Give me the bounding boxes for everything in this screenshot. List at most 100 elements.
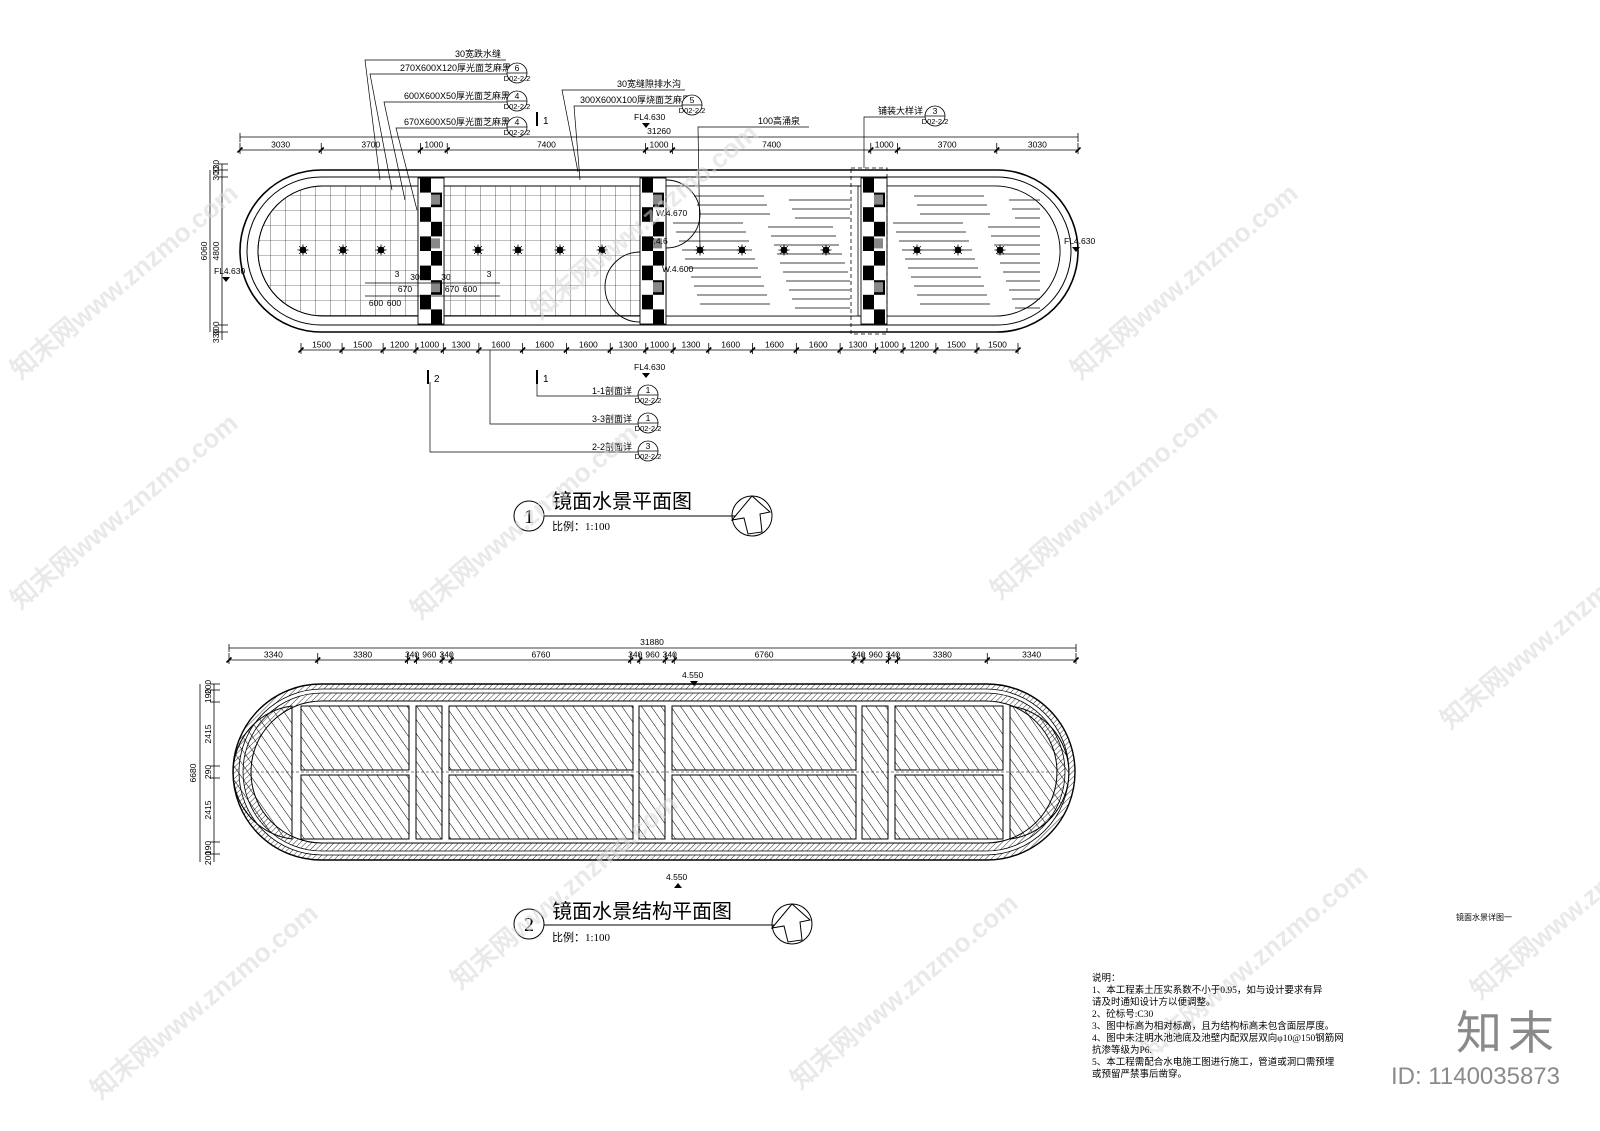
notes-title: 说明： <box>1092 974 1121 984</box>
svg-text:4.550: 4.550 <box>682 670 704 680</box>
local-dimension: 600 <box>369 298 383 308</box>
fountain-icon <box>596 244 608 256</box>
dimension-label: 330 <box>211 329 221 343</box>
dimension-label: 1500 <box>353 340 372 350</box>
fountain-icon <box>736 244 748 256</box>
watermark-text: 知末网www.znzmo.com <box>85 897 324 1104</box>
note-line: 5、本工程需配合水电施工图进行施工，管道或洞口需预埋 <box>1092 1058 1335 1068</box>
watermark-text: 知末网www.znzmo.com <box>1065 177 1304 384</box>
stone-panel-right-b <box>885 185 1061 317</box>
svg-text:D02-2.2: D02-2.2 <box>635 452 662 461</box>
structure-cell <box>894 774 1004 840</box>
joint-block <box>642 265 653 281</box>
brand-logo: 知末 <box>1456 1007 1560 1059</box>
joint-block-grey <box>874 282 883 293</box>
dimension-label: 2415 <box>203 800 213 819</box>
dimension-label: 1300 <box>619 340 638 350</box>
dimension-label: 1600 <box>579 340 598 350</box>
dimension-label: 1600 <box>721 340 740 350</box>
joint-block <box>420 265 431 281</box>
level-marker: 4.550 <box>682 670 704 686</box>
dimension-label: 1600 <box>765 340 784 350</box>
level-marker: 4.550 <box>666 872 688 888</box>
svg-text:D02-2.2: D02-2.2 <box>635 396 662 405</box>
svg-text:D02-2.2: D02-2.2 <box>504 128 531 137</box>
joint-bands <box>417 177 888 325</box>
fountain-icon <box>337 244 349 256</box>
watermark-text: 知末网www.znzmo.com <box>5 407 244 614</box>
note-line: 2、砼标号:C30 <box>1092 1010 1154 1020</box>
dimension-label: 1000 <box>880 340 899 350</box>
dimension-label: 340 <box>405 650 419 660</box>
level-marker: FL4.630 <box>214 266 245 282</box>
north-arrow-icon <box>730 495 773 537</box>
dimension-label: 1000 <box>650 140 669 150</box>
drawing-title-2: 镜面水景结构平面图 <box>552 900 732 923</box>
dimension-label: 1200 <box>390 340 409 350</box>
note-line: 1、本工程素土压实系数不小于0.95，如与设计要求有异 <box>1092 986 1323 996</box>
fountain-jets <box>297 244 1006 256</box>
joint-block <box>653 309 664 324</box>
joint-block <box>642 178 653 193</box>
dimension-label: 3700 <box>938 140 957 150</box>
local-dimension: 600 <box>387 298 401 308</box>
structure-cell <box>894 705 1004 771</box>
dimension-label: 3380 <box>353 650 372 660</box>
level-marker: FL4.630 <box>634 112 665 128</box>
dimension-label: 190 <box>203 689 213 703</box>
joint-block <box>653 251 664 266</box>
pool-outline-outer <box>239 169 1079 333</box>
fountain-icon <box>911 244 923 256</box>
joint-block <box>874 309 885 324</box>
note-line: 4、图中未注明水池池底及池壁内配双层双向φ10@150钢筋网 <box>1092 1034 1344 1044</box>
dimension-label: 300 <box>211 166 221 180</box>
water-feature-plan <box>239 167 1079 335</box>
fountain-icon <box>952 244 964 256</box>
dimension-label: 1600 <box>535 340 554 350</box>
svg-text:30宽缝隙排水沟: 30宽缝隙排水沟 <box>617 78 681 89</box>
drawing-number-2: 2 <box>524 914 534 936</box>
joint-block <box>431 309 442 324</box>
fountain-icon <box>778 244 790 256</box>
structure-cells <box>232 705 1070 840</box>
svg-text:D02-2.2: D02-2.2 <box>922 117 949 126</box>
structure-end-left <box>232 705 293 840</box>
svg-text:30宽跌水缝: 30宽跌水缝 <box>455 48 501 59</box>
dimension-label: 1300 <box>682 340 701 350</box>
level-marker: FL4.630 <box>634 362 665 378</box>
svg-text:3: 3 <box>646 441 651 451</box>
joint-block <box>642 294 653 310</box>
dimension-label: 7400 <box>537 140 556 150</box>
drawing-scale-2: 比例：1:100 <box>552 930 611 944</box>
dimension-label: 3380 <box>933 650 952 660</box>
joint-block-grey <box>874 194 883 205</box>
dimension-label: 3700 <box>361 140 380 150</box>
fountain-icon <box>694 244 706 256</box>
watermark-text: 知末网www.znzmo.com <box>785 887 1024 1094</box>
fountain-icon <box>994 244 1006 256</box>
dimension-label: 3030 <box>1028 140 1047 150</box>
svg-text:670X600X50厚光面芝麻黑: 670X600X50厚光面芝麻黑 <box>404 116 510 127</box>
svg-text:300X600X100厚烧面芝麻黑: 300X600X100厚烧面芝麻黑 <box>580 94 691 105</box>
note-line: 请及时通知设计方以便调整。 <box>1092 998 1216 1008</box>
joint-block-grey <box>874 238 883 249</box>
dimension-label: 340 <box>886 650 900 660</box>
fountain-icon <box>375 244 387 256</box>
joint-block <box>863 294 874 310</box>
svg-text:2-2剖面详: 2-2剖面详 <box>592 441 632 452</box>
svg-text:1: 1 <box>646 385 651 395</box>
joint-block <box>420 178 431 193</box>
weir-arc-upper <box>665 179 701 249</box>
dimension-label: 340 <box>851 650 865 660</box>
structure-end-right <box>1009 705 1070 840</box>
